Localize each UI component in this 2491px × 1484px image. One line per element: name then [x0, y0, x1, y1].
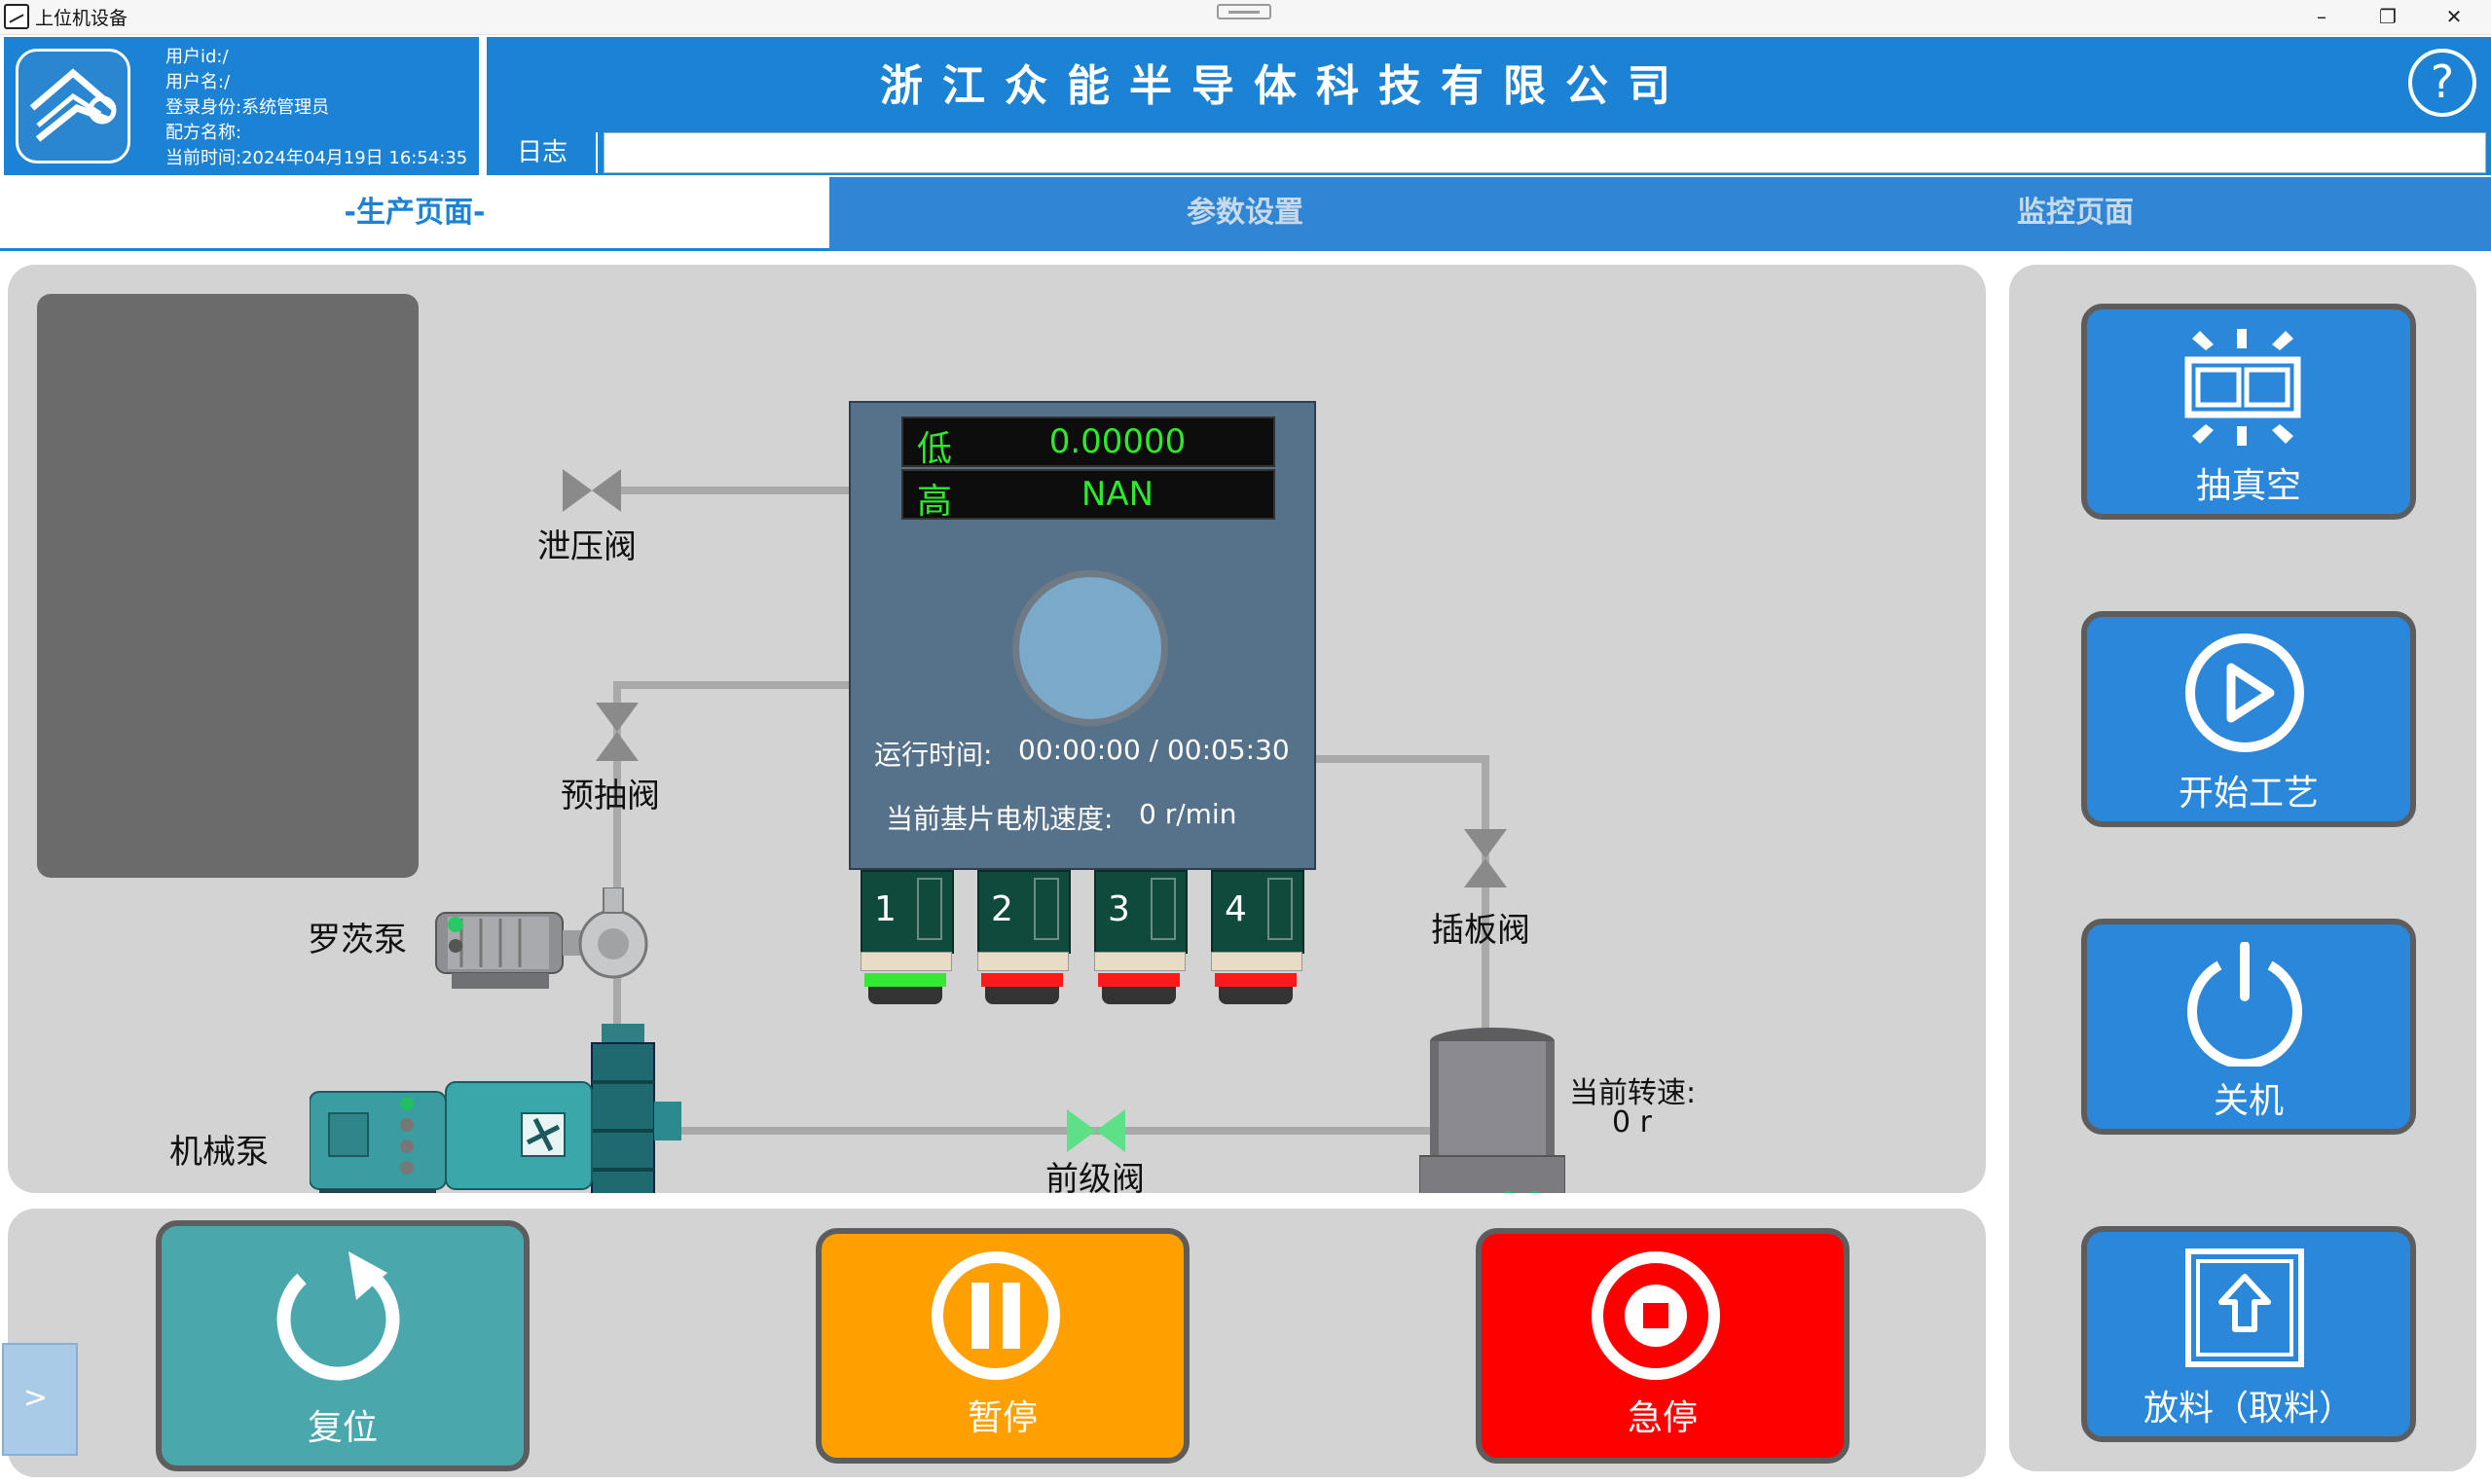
process-chamber: 低 0.00000 高 NAN 运行时间: 00:00:00 / 00:05:3…	[849, 401, 1316, 870]
tab-production[interactable]: -生产页面-	[0, 177, 829, 251]
pipe-gate-top	[1316, 755, 1489, 763]
reset-icon	[276, 1251, 400, 1381]
pipe-foreline	[676, 1127, 1435, 1135]
mechanical-pump-icon[interactable]	[309, 1024, 689, 1193]
slot-number: 3	[1108, 889, 1130, 929]
login-role: 登录身份:系统管理员	[165, 97, 330, 118]
tab-parameters[interactable]: 参数设置	[1187, 196, 1303, 230]
drag-handle-icon[interactable]	[1217, 4, 1271, 19]
vacuum-icon	[2184, 329, 2301, 446]
shutdown-label: 关机	[2213, 1081, 2284, 1121]
pipe-gate-vertical	[1482, 755, 1489, 1028]
window-title: 上位机设备	[35, 8, 128, 29]
low-key: 低	[917, 429, 953, 469]
fore-valve-label: 前级阀	[1045, 1160, 1145, 1193]
vacuum-label: 抽真空	[2195, 466, 2301, 506]
play-icon	[2185, 633, 2304, 752]
close-button[interactable]: ✕	[2445, 5, 2463, 28]
start-process-label: 开始工艺	[2178, 774, 2319, 814]
reset-button[interactable]: 复位	[156, 1220, 530, 1471]
molecular-pump-icon[interactable]	[1418, 1024, 1566, 1193]
side-expand-handle[interactable]: >	[2, 1343, 78, 1456]
pipe-pre-top	[613, 681, 849, 689]
app-icon	[4, 4, 29, 29]
slot-number: 4	[1225, 889, 1247, 929]
load-lock-chamber	[37, 294, 419, 878]
current-speed-value: 0 r	[1612, 1105, 1652, 1140]
slot-status-bar	[1098, 973, 1180, 987]
pre-pump-valve-label: 预抽阀	[561, 777, 660, 815]
minimize-button[interactable]: –	[2317, 5, 2326, 28]
unload-label: 放料（取料）	[2143, 1389, 2354, 1429]
upload-icon	[2185, 1249, 2304, 1367]
vacuum-button[interactable]: 抽真空	[2081, 304, 2416, 520]
reset-label: 复位	[307, 1408, 378, 1448]
pipe-relief	[621, 487, 849, 494]
relief-valve-label: 泄压阀	[537, 527, 637, 566]
emergency-stop-label: 急停	[1627, 1398, 1698, 1438]
user-id: 用户id:/	[165, 47, 229, 67]
company-logo-icon	[16, 49, 130, 163]
pause-icon	[932, 1251, 1060, 1380]
current-speed-label: 当前转速:	[1569, 1076, 1697, 1110]
chamber-viewport	[1012, 570, 1168, 726]
log-label: 日志	[489, 132, 598, 173]
wafer-slot-3[interactable]: 3	[1094, 870, 1188, 1008]
pause-label: 暂停	[967, 1398, 1038, 1438]
roots-pump-label: 罗茨泵	[308, 921, 407, 959]
high-vacuum-readout: 高 NAN	[901, 469, 1275, 522]
motor-speed-label: 当前基片电机速度:	[886, 803, 1114, 835]
slot-status-bar	[1215, 973, 1297, 987]
mechanical-pump-label: 机械泵	[169, 1133, 269, 1172]
run-time-label: 运行时间:	[874, 739, 993, 771]
company-title: 浙江众能半导体科技有限公司	[880, 61, 1690, 111]
slot-status-bar	[864, 973, 946, 987]
slot-number: 2	[991, 889, 1013, 929]
user-name: 用户名:/	[165, 72, 231, 92]
recipe-name: 配方名称:	[165, 123, 242, 143]
wafer-slot-4[interactable]: 4	[1211, 870, 1304, 1008]
wafer-slot-1[interactable]: 1	[861, 870, 954, 1008]
roots-pump-icon[interactable]	[432, 887, 666, 1004]
run-time-value: 00:00:00 / 00:05:30	[1018, 734, 1290, 766]
slot-number: 1	[874, 889, 897, 929]
motor-speed-value: 0 r/min	[1139, 798, 1237, 830]
start-process-button[interactable]: 开始工艺	[2081, 611, 2416, 827]
maximize-button[interactable]: ❐	[2379, 5, 2397, 28]
fore-valve-icon[interactable]	[1067, 1109, 1125, 1152]
relief-valve-icon[interactable]	[563, 469, 621, 512]
low-vacuum-readout: 低 0.00000	[901, 416, 1275, 469]
pre-pump-valve-icon[interactable]	[596, 703, 639, 761]
company-header	[487, 37, 2491, 130]
tab-monitoring[interactable]: 监控页面	[2017, 196, 2134, 230]
low-value: 0.00000	[1048, 422, 1187, 461]
log-field[interactable]	[604, 132, 2486, 173]
power-icon	[2187, 942, 2302, 1067]
window-title-bar: 上位机设备 – ❐ ✕	[0, 0, 2491, 35]
wafer-slot-2[interactable]: 2	[977, 870, 1071, 1008]
help-button[interactable]: ?	[2408, 49, 2476, 117]
slot-status-bar	[981, 973, 1063, 987]
pause-button[interactable]: 暂停	[816, 1228, 1190, 1464]
high-value: NAN	[1081, 475, 1154, 514]
emergency-stop-button[interactable]: 急停	[1476, 1228, 1850, 1464]
stop-icon	[1592, 1251, 1720, 1380]
process-diagram-panel: 泄压阀 预抽阀 前级阀 插板阀 低 0.00000 高 NAN 运行时间: 00…	[8, 265, 1986, 1193]
high-key: 高	[917, 482, 953, 522]
gate-valve-icon[interactable]	[1464, 829, 1507, 887]
current-time: 当前时间:2024年04月19日 16:54:35	[165, 148, 468, 168]
unload-button[interactable]: 放料（取料）	[2081, 1226, 2416, 1442]
gate-valve-label: 插板阀	[1431, 911, 1530, 950]
shutdown-button[interactable]: 关机	[2081, 919, 2416, 1135]
